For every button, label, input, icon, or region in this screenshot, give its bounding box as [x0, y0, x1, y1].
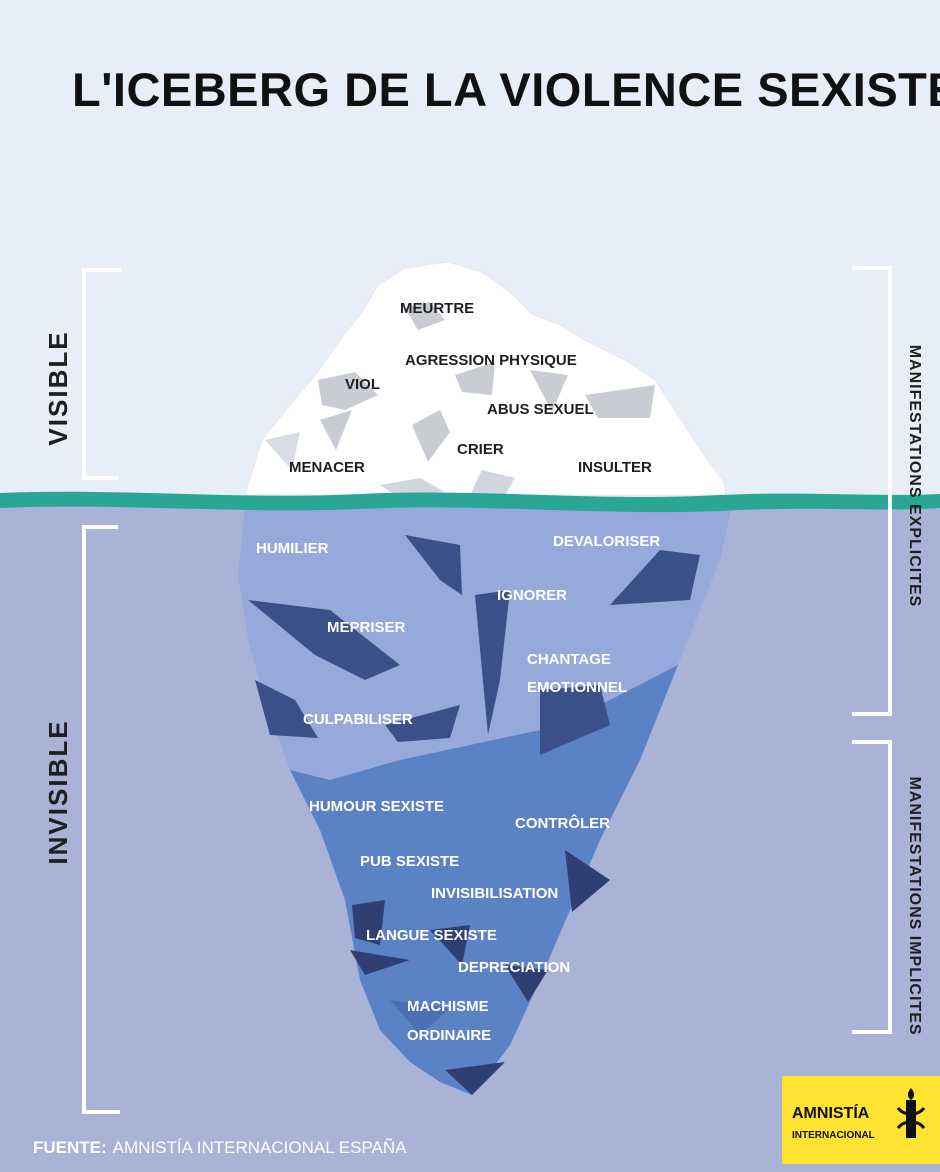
- ice-facet-dark: [430, 925, 470, 965]
- visible-violence-labels: MEURTRE AGRESSION PHYSIQUE VIOL ABUS SEX…: [289, 300, 652, 476]
- label-devaloriser: DEVALORISER: [553, 533, 660, 550]
- ice-facet-dark: [505, 965, 548, 1002]
- label-humilier: HUMILIER: [256, 540, 329, 557]
- visible-bracket: [82, 268, 122, 480]
- label-machisme-line2: ORDINAIRE: [407, 1027, 491, 1044]
- ice-facet-dark: [350, 950, 410, 975]
- implicit-bracket: [852, 740, 892, 1034]
- visible-label: VISIBLE: [43, 330, 73, 445]
- label-invisibilisation: INVISIBILISATION: [431, 885, 558, 902]
- label-agression-physique: AGRESSION PHYSIQUE: [405, 352, 577, 369]
- right-brackets: [852, 266, 892, 1034]
- ice-facet-dark: [540, 685, 610, 755]
- logo-line2: INTERNACIONAL: [792, 1130, 875, 1141]
- label-ignorer: IGNORER: [497, 587, 567, 604]
- logo-line1: AMNISTÍA: [792, 1103, 870, 1122]
- candle-icon: [896, 1088, 926, 1138]
- invisible-label: INVISIBLE: [43, 719, 73, 864]
- label-mepriser: MEPRISER: [327, 619, 406, 636]
- source-prefix: FUENTE:: [33, 1138, 107, 1157]
- ice-facet: [455, 362, 495, 395]
- invisible-bracket: [82, 525, 120, 1114]
- ice-facet-dark: [445, 1062, 505, 1095]
- explicit-manifestations-label: MANIFESTATIONS EXPLICITES: [906, 345, 923, 608]
- ice-facet-dark: [385, 705, 460, 742]
- label-depreciation: DEPRECIATION: [458, 959, 570, 976]
- ice-facet: [265, 432, 300, 470]
- ice-facet: [380, 478, 445, 495]
- ice-facet: [530, 370, 568, 412]
- ice-facet-dark: [565, 850, 610, 912]
- ice-facet-dark: [475, 590, 510, 735]
- ice-facet-dark: [610, 550, 700, 605]
- label-controler: CONTRÔLER: [515, 814, 610, 832]
- iceberg-tip: [244, 261, 727, 496]
- ice-facet: [318, 372, 378, 410]
- source-note: FUENTE: AMNISTÍA INTERNACIONAL ESPAÑA: [33, 1138, 407, 1157]
- label-humour-sexiste: HUMOUR SEXISTE: [309, 798, 444, 815]
- ice-facet: [320, 410, 352, 450]
- label-abus-sexuel: ABUS SEXUEL: [487, 401, 594, 418]
- label-chantage-line1: CHANTAGE: [527, 651, 611, 668]
- label-langue-sexiste: LANGUE SEXISTE: [366, 927, 497, 944]
- label-viol: VIOL: [345, 376, 380, 393]
- ice-facet-dark: [352, 900, 385, 945]
- ice-facet: [470, 470, 515, 495]
- explicit-bracket: [852, 266, 892, 716]
- waterline: [0, 491, 940, 513]
- ice-facet-dark: [248, 600, 400, 680]
- invisible-violence-labels: HUMILIER DEVALORISER IGNORER MEPRISER CH…: [256, 533, 660, 1044]
- ice-facet: [405, 302, 445, 330]
- label-pub-sexiste: PUB SEXISTE: [360, 853, 459, 870]
- ice-facet: [412, 410, 450, 462]
- label-insulter: INSULTER: [578, 459, 652, 476]
- ice-facet-mid: [290, 665, 678, 1095]
- ice-facet: [390, 1000, 450, 1035]
- label-chantage-line2: EMOTIONNEL: [527, 679, 627, 696]
- label-crier: CRIER: [457, 441, 504, 458]
- page-title: L'ICEBERG DE LA VIOLENCE SEXISTE: [72, 63, 940, 116]
- ice-facet-dark: [255, 680, 318, 738]
- label-menacer: MENACER: [289, 459, 365, 476]
- source-text: AMNISTÍA INTERNACIONAL ESPAÑA: [113, 1138, 407, 1157]
- label-machisme-line1: MACHISME: [407, 998, 489, 1015]
- left-brackets: [82, 268, 122, 1114]
- ice-facet: [585, 385, 655, 418]
- ice-facet-dark: [405, 535, 462, 595]
- implicit-manifestations-label: MANIFESTATIONS IMPLICITES: [906, 776, 923, 1035]
- label-culpabiliser: CULPABILISER: [303, 711, 413, 728]
- label-meurtre: MEURTRE: [400, 300, 474, 317]
- amnesty-logo: AMNISTÍA INTERNACIONAL: [782, 1076, 940, 1164]
- iceberg-underwater: [238, 505, 732, 1095]
